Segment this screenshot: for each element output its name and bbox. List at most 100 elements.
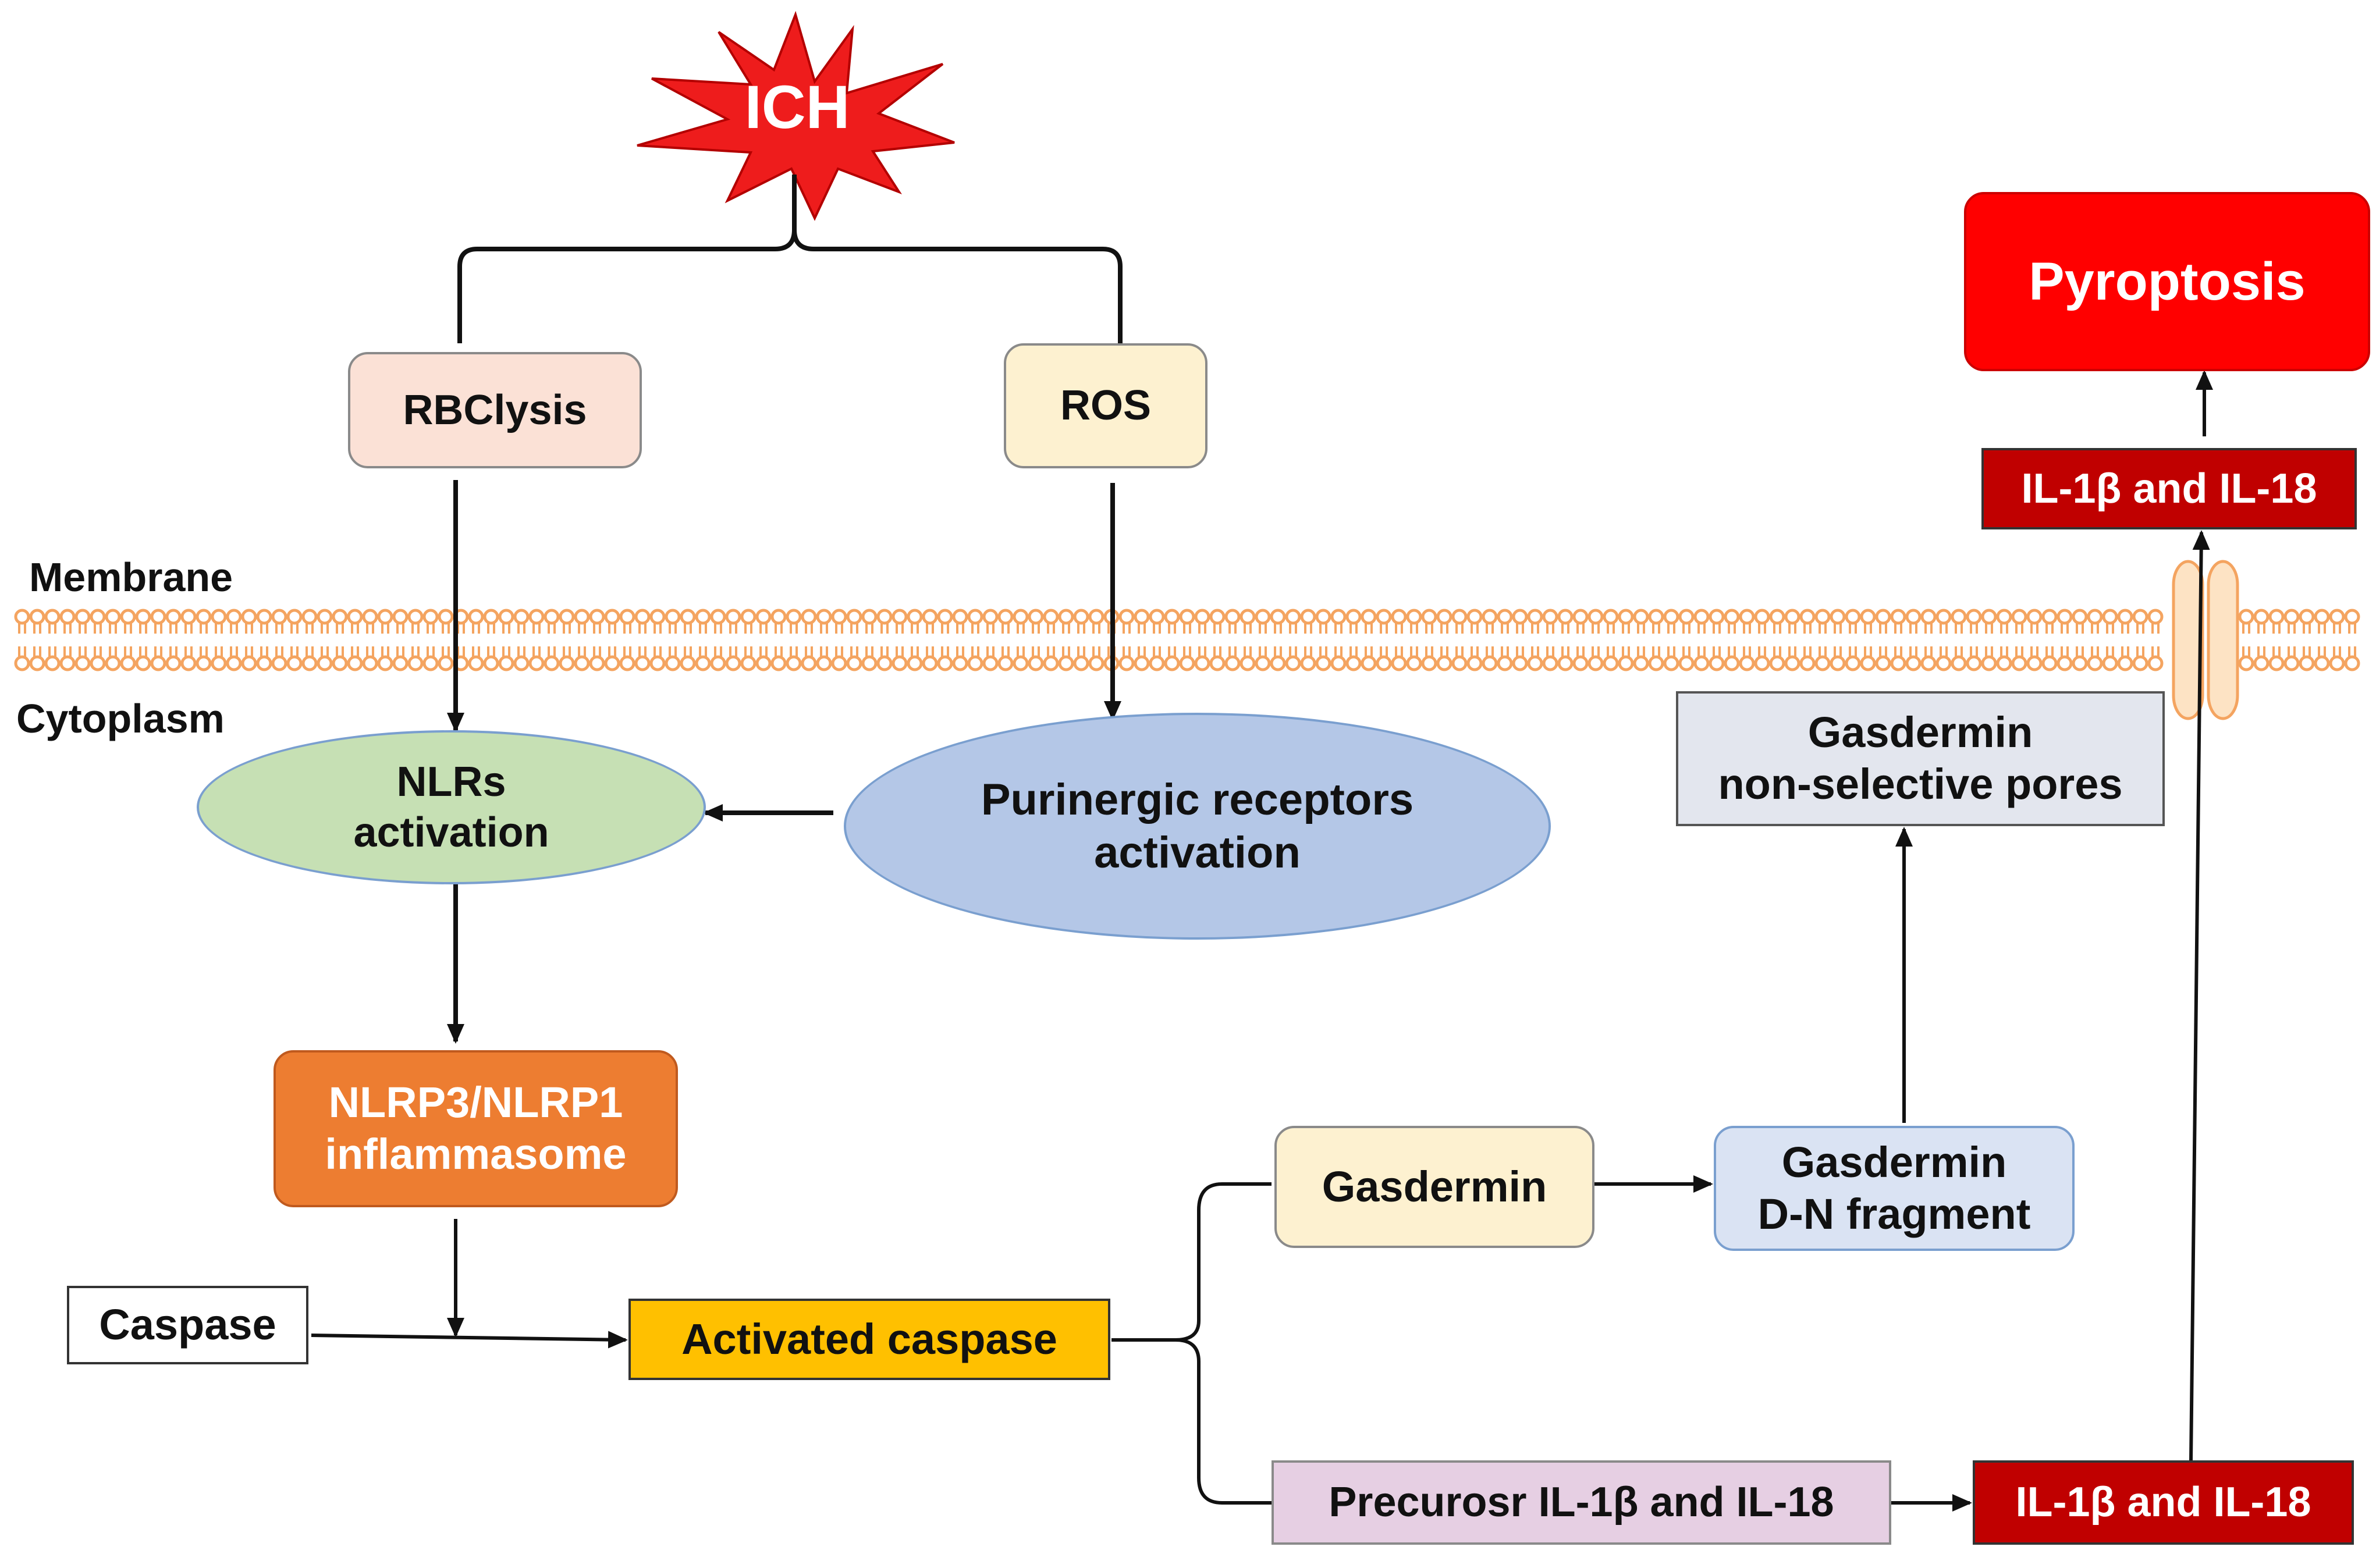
lipid-head (241, 655, 257, 671)
lipid-head (14, 609, 30, 625)
lipid-head (1557, 609, 1574, 625)
lipid-head (634, 655, 651, 671)
lipid-head (301, 609, 318, 625)
lipid-head (1512, 655, 1528, 671)
lipid-head (1255, 655, 1271, 671)
lipid-head (2041, 609, 2058, 625)
lipid-head (105, 655, 121, 671)
lipid-head (332, 609, 348, 625)
lipid-head (1920, 609, 1937, 625)
lipid-head (755, 655, 772, 671)
lipid-head (1028, 655, 1044, 671)
lipid-head (2041, 655, 2058, 671)
lipid-head (922, 655, 938, 671)
lipid-head (649, 609, 666, 625)
lipid-head (241, 609, 257, 625)
lipid-head (786, 609, 802, 625)
lipid-head (90, 609, 106, 625)
lipid-head (483, 655, 499, 671)
activated-caspase-node: Activated caspase (628, 1299, 1110, 1380)
lipid-head (1739, 655, 1755, 671)
lipid-head (786, 655, 802, 671)
lipid-head (589, 609, 605, 625)
lipid-head (801, 609, 817, 625)
lipid-head (1814, 609, 1831, 625)
lipid-head (1134, 609, 1150, 625)
lipid-head (861, 655, 878, 671)
lipid-head (59, 609, 76, 625)
lipid-head (997, 655, 1014, 671)
lipid-head (1618, 655, 1634, 671)
lipid-head (1951, 609, 1967, 625)
purinergic-receptors-node: Purinergic receptors activation (844, 713, 1551, 940)
lipid-head (286, 655, 303, 671)
lipid-head (1799, 655, 1816, 671)
lipid-head (952, 609, 968, 625)
lipid-head (589, 655, 605, 671)
lipid-head (1587, 655, 1604, 671)
lipid-head (1860, 609, 1876, 625)
lipid-head (1678, 609, 1695, 625)
lipid-head (1376, 655, 1392, 671)
lipid-head (1315, 609, 1331, 625)
lipid-head (982, 655, 999, 671)
lipid-head (1209, 655, 1226, 671)
lipid-head (604, 609, 620, 625)
lipid-head (907, 609, 923, 625)
lipid-head (528, 655, 545, 671)
lipid-head (1073, 609, 1089, 625)
lipid-head (1784, 655, 1800, 671)
lipid-head (876, 655, 893, 671)
lipid-head (1164, 655, 1180, 671)
caspase-node: Caspase (67, 1286, 308, 1364)
lipid-head (1542, 609, 1558, 625)
lipid-head (2283, 609, 2300, 625)
lipid-head (90, 655, 106, 671)
lipid-head (1845, 609, 1861, 625)
pyroptosis-node: Pyroptosis (1964, 192, 2370, 371)
lipid-head (1466, 609, 1483, 625)
lipid-head (256, 655, 272, 671)
lipid-head (559, 609, 575, 625)
lipid-head (1013, 609, 1029, 625)
lipid-head (271, 609, 287, 625)
lipid-head (2117, 609, 2133, 625)
lipid-head (59, 655, 76, 671)
lipid-head (770, 609, 787, 625)
lipid-head (1345, 655, 1362, 671)
precursor-il-node: Precurosr IL-1β and IL-18 (1272, 1460, 1891, 1545)
lipid-head (1209, 609, 1226, 625)
lipid-head (1300, 655, 1316, 671)
lipid-head (2147, 655, 2164, 671)
lipid-head (680, 609, 696, 625)
lipid-head (1996, 609, 2012, 625)
lipid-head (725, 655, 741, 671)
lipid-head (1088, 609, 1104, 625)
lipid-head (892, 655, 908, 671)
lipid-head (2057, 655, 2073, 671)
lipid-head (816, 655, 832, 671)
lipid-head (301, 655, 318, 671)
lipid-head (513, 655, 530, 671)
lipid-head (1724, 609, 1740, 625)
lipid-head (1693, 655, 1710, 671)
lipid-head (1421, 655, 1437, 671)
lipid-head (1345, 609, 1362, 625)
lipid-head (1013, 655, 1029, 671)
lipid-head (1149, 655, 1165, 671)
lipid-head (1451, 655, 1468, 671)
lipid-head (2253, 655, 2270, 671)
lipid-head (1587, 609, 1604, 625)
lipid-head (74, 655, 91, 671)
lipid-head (1194, 655, 1210, 671)
lipid-head (1406, 655, 1422, 671)
lipid-head (1603, 609, 1619, 625)
lipid-head (1633, 655, 1649, 671)
lipid-head (29, 655, 45, 671)
lipid-head (1421, 609, 1437, 625)
lipid-head (922, 609, 938, 625)
lipid-head (211, 609, 227, 625)
lipid-head (1648, 609, 1664, 625)
gasdermin-dn-fragment-node: Gasdermin D-N fragment (1714, 1126, 2075, 1251)
